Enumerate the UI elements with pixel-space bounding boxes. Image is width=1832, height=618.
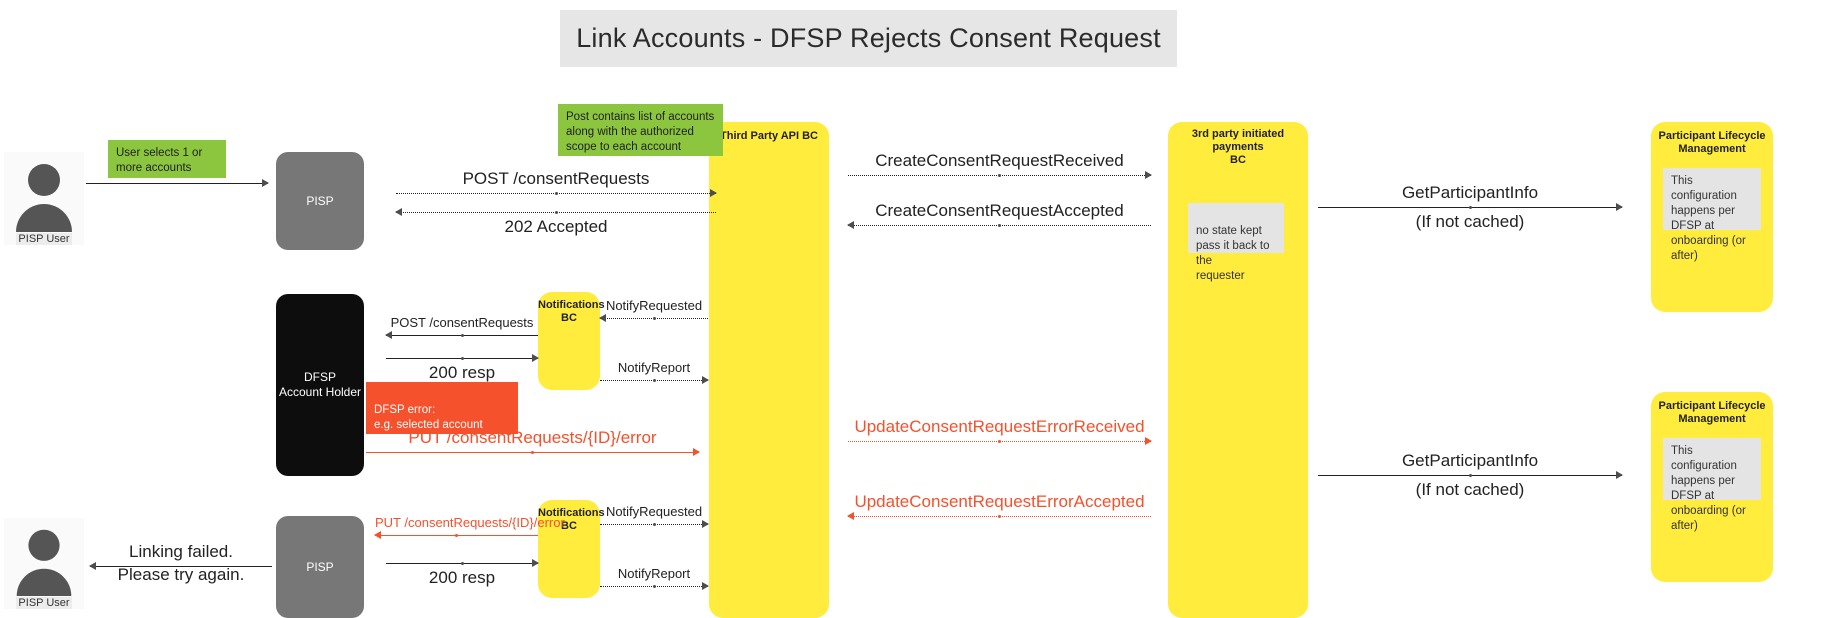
note-user-selects-text: User selects 1 or more accounts: [116, 147, 203, 174]
lifeline-label-plm-bottom: Participant Lifecycle Management: [1658, 400, 1766, 425]
lifeline-payments-bc: 3rd party initiated payments BC: [1168, 122, 1308, 618]
note-dfsp-error: DFSP error: e.g. selected account doesn'…: [366, 382, 518, 461]
lifeline-label-notifications-bc-bottom: Notifications BC: [538, 507, 605, 532]
message-200-resp-mid-label: 200 resp: [428, 363, 496, 382]
actor-pisp-bottom-label: PISP: [306, 559, 334, 574]
message-getparticipantinfo-bottom-sublabel: (If not cached): [1415, 480, 1525, 499]
page-title: Link Accounts - DFSP Rejects Consent Req…: [560, 10, 1177, 67]
note-plm-config-top: This configuration happens per DFSP at o…: [1663, 168, 1761, 262]
message-getparticipantinfo-top-label: GetParticipantInfo: [1401, 183, 1539, 202]
message-200-resp-bottom-label: 200 resp: [428, 568, 496, 587]
person-icon: [16, 164, 72, 232]
message-getparticipantinfo-bottom-label: GetParticipantInfo: [1401, 451, 1539, 470]
lifeline-label-plm-top: Participant Lifecycle Management: [1658, 130, 1766, 155]
message-notifyreport-mid-label: NotifyReport: [617, 360, 691, 375]
actor-pisp-user-top: PISP User: [4, 152, 84, 245]
message-createconsentrequestreceived-label: CreateConsentRequestReceived: [875, 151, 1124, 170]
note-plm-config-bottom-text: This configuration happens per DFSP at o…: [1671, 445, 1746, 532]
note-no-state-kept: no state kept pass it back to the reques…: [1188, 203, 1284, 282]
message-put-consentrequests-error-bottom-label: PUT /consentRequests/{ID}/error: [375, 515, 565, 530]
note-post-contains-text: Post contains list of accounts along wit…: [566, 111, 715, 153]
actor-dfsp-label: DFSP Account Holder: [278, 370, 362, 399]
message-notifyrequested-bottom-label: NotifyRequested: [605, 504, 703, 519]
message-notifyreport-bottom-label: NotifyReport: [617, 566, 691, 581]
actor-pisp-top-label: PISP: [306, 193, 334, 208]
message-linking-failed-label: Linking failed. Please try again.: [117, 542, 245, 584]
message-202-accepted-label: 202 Accepted: [504, 217, 608, 236]
page-title-text: Link Accounts - DFSP Rejects Consent Req…: [576, 23, 1161, 53]
note-no-state-kept-text: no state kept pass it back to the reques…: [1196, 225, 1270, 282]
person-icon: [16, 529, 72, 596]
lifeline-notifications-bc-top: Notifications BC: [538, 292, 605, 390]
lifeline-label-payments-bc: 3rd party initiated payments BC: [1191, 128, 1285, 166]
actor-pisp-bottom: PISP: [276, 516, 364, 618]
message-updateconsentrequesterrorreceived-label: UpdateConsentRequestErrorReceived: [854, 417, 1145, 436]
message-getparticipantinfo-top-sublabel: (If not cached): [1415, 212, 1525, 231]
message-post-consentrequests-dfsp-label: POST /consentRequests: [390, 315, 534, 330]
actor-dfsp-account-holder: DFSP Account Holder: [276, 294, 364, 476]
lifeline-third-party-api-bc: Third Party API BC: [709, 122, 829, 618]
actor-pisp-user-top-label: PISP User: [16, 233, 72, 245]
message-notifyrequested-mid-label: NotifyRequested: [605, 298, 703, 313]
note-plm-config-bottom: This configuration happens per DFSP at o…: [1663, 438, 1761, 532]
note-post-contains: Post contains list of accounts along wit…: [558, 104, 723, 156]
message-post-consentrequests-label: POST /consentRequests: [462, 169, 650, 188]
note-dfsp-error-text: DFSP error: e.g. selected account doesn'…: [374, 404, 483, 461]
actor-pisp-user-bottom: PISP User: [4, 518, 84, 609]
lifeline-label-third-party-api-bc: Third Party API BC: [720, 130, 818, 142]
lifeline-label-notifications-bc-top: Notifications BC: [538, 299, 605, 324]
message-put-consentrequests-error-mid-label: PUT /consentRequests/{ID}/error: [408, 428, 657, 447]
note-user-selects: User selects 1 or more accounts: [108, 140, 226, 178]
message-createconsentrequestaccepted-label: CreateConsentRequestAccepted: [875, 201, 1124, 220]
message-updateconsentrequesterroraccepted-label: UpdateConsentRequestErrorAccepted: [854, 492, 1145, 511]
actor-pisp-user-bottom-label: PISP User: [16, 597, 72, 609]
note-plm-config-top-text: This configuration happens per DFSP at o…: [1671, 175, 1746, 262]
actor-pisp-top: PISP: [276, 152, 364, 250]
lifeline-notifications-bc-bottom: Notifications BC: [538, 500, 605, 598]
